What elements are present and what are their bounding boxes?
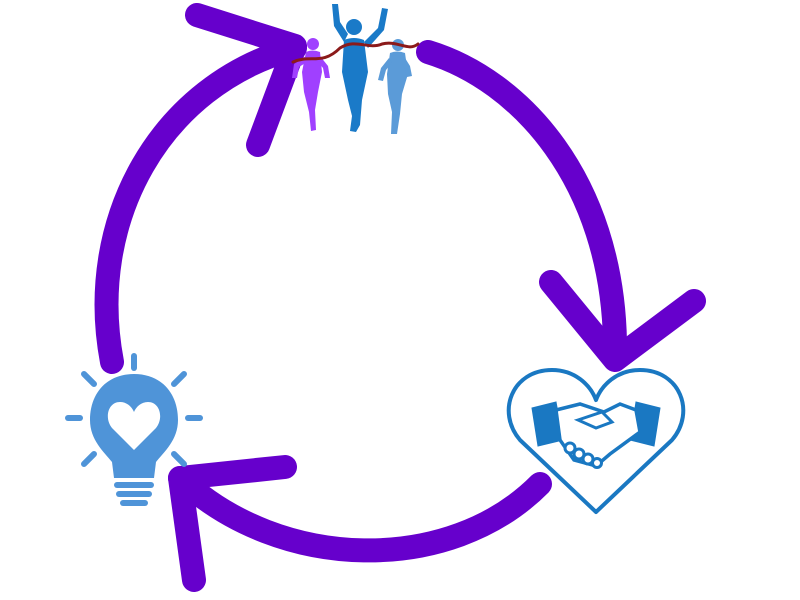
arrow-finish-to-partnership — [416, 40, 706, 372]
arrow-idea-to-finish-shaft — [94, 36, 307, 374]
arrow-finish-to-partnership-head — [539, 270, 706, 372]
lightbulb-heart-icon — [65, 353, 203, 506]
handshake — [531, 401, 661, 469]
arrow-partnership-to-idea-head — [168, 455, 297, 592]
arrow-idea-to-finish — [94, 3, 307, 374]
runners-finish-line-icon — [291, 4, 420, 134]
lightbulb-heart — [107, 402, 161, 450]
heart-handshake-icon — [506, 368, 686, 514]
arrow-finish-to-partnership-shaft — [416, 40, 627, 354]
arrow-partnership-to-idea — [168, 455, 552, 592]
arrow-idea-to-finish-head — [185, 3, 307, 157]
runner-center — [332, 4, 388, 132]
lightbulb-rays — [65, 353, 203, 467]
finish-tape — [291, 41, 420, 64]
lightbulb-base — [114, 482, 154, 506]
runner-right — [378, 39, 412, 134]
runner-left — [292, 38, 330, 131]
arrow-partnership-to-idea-shaft — [168, 466, 552, 563]
